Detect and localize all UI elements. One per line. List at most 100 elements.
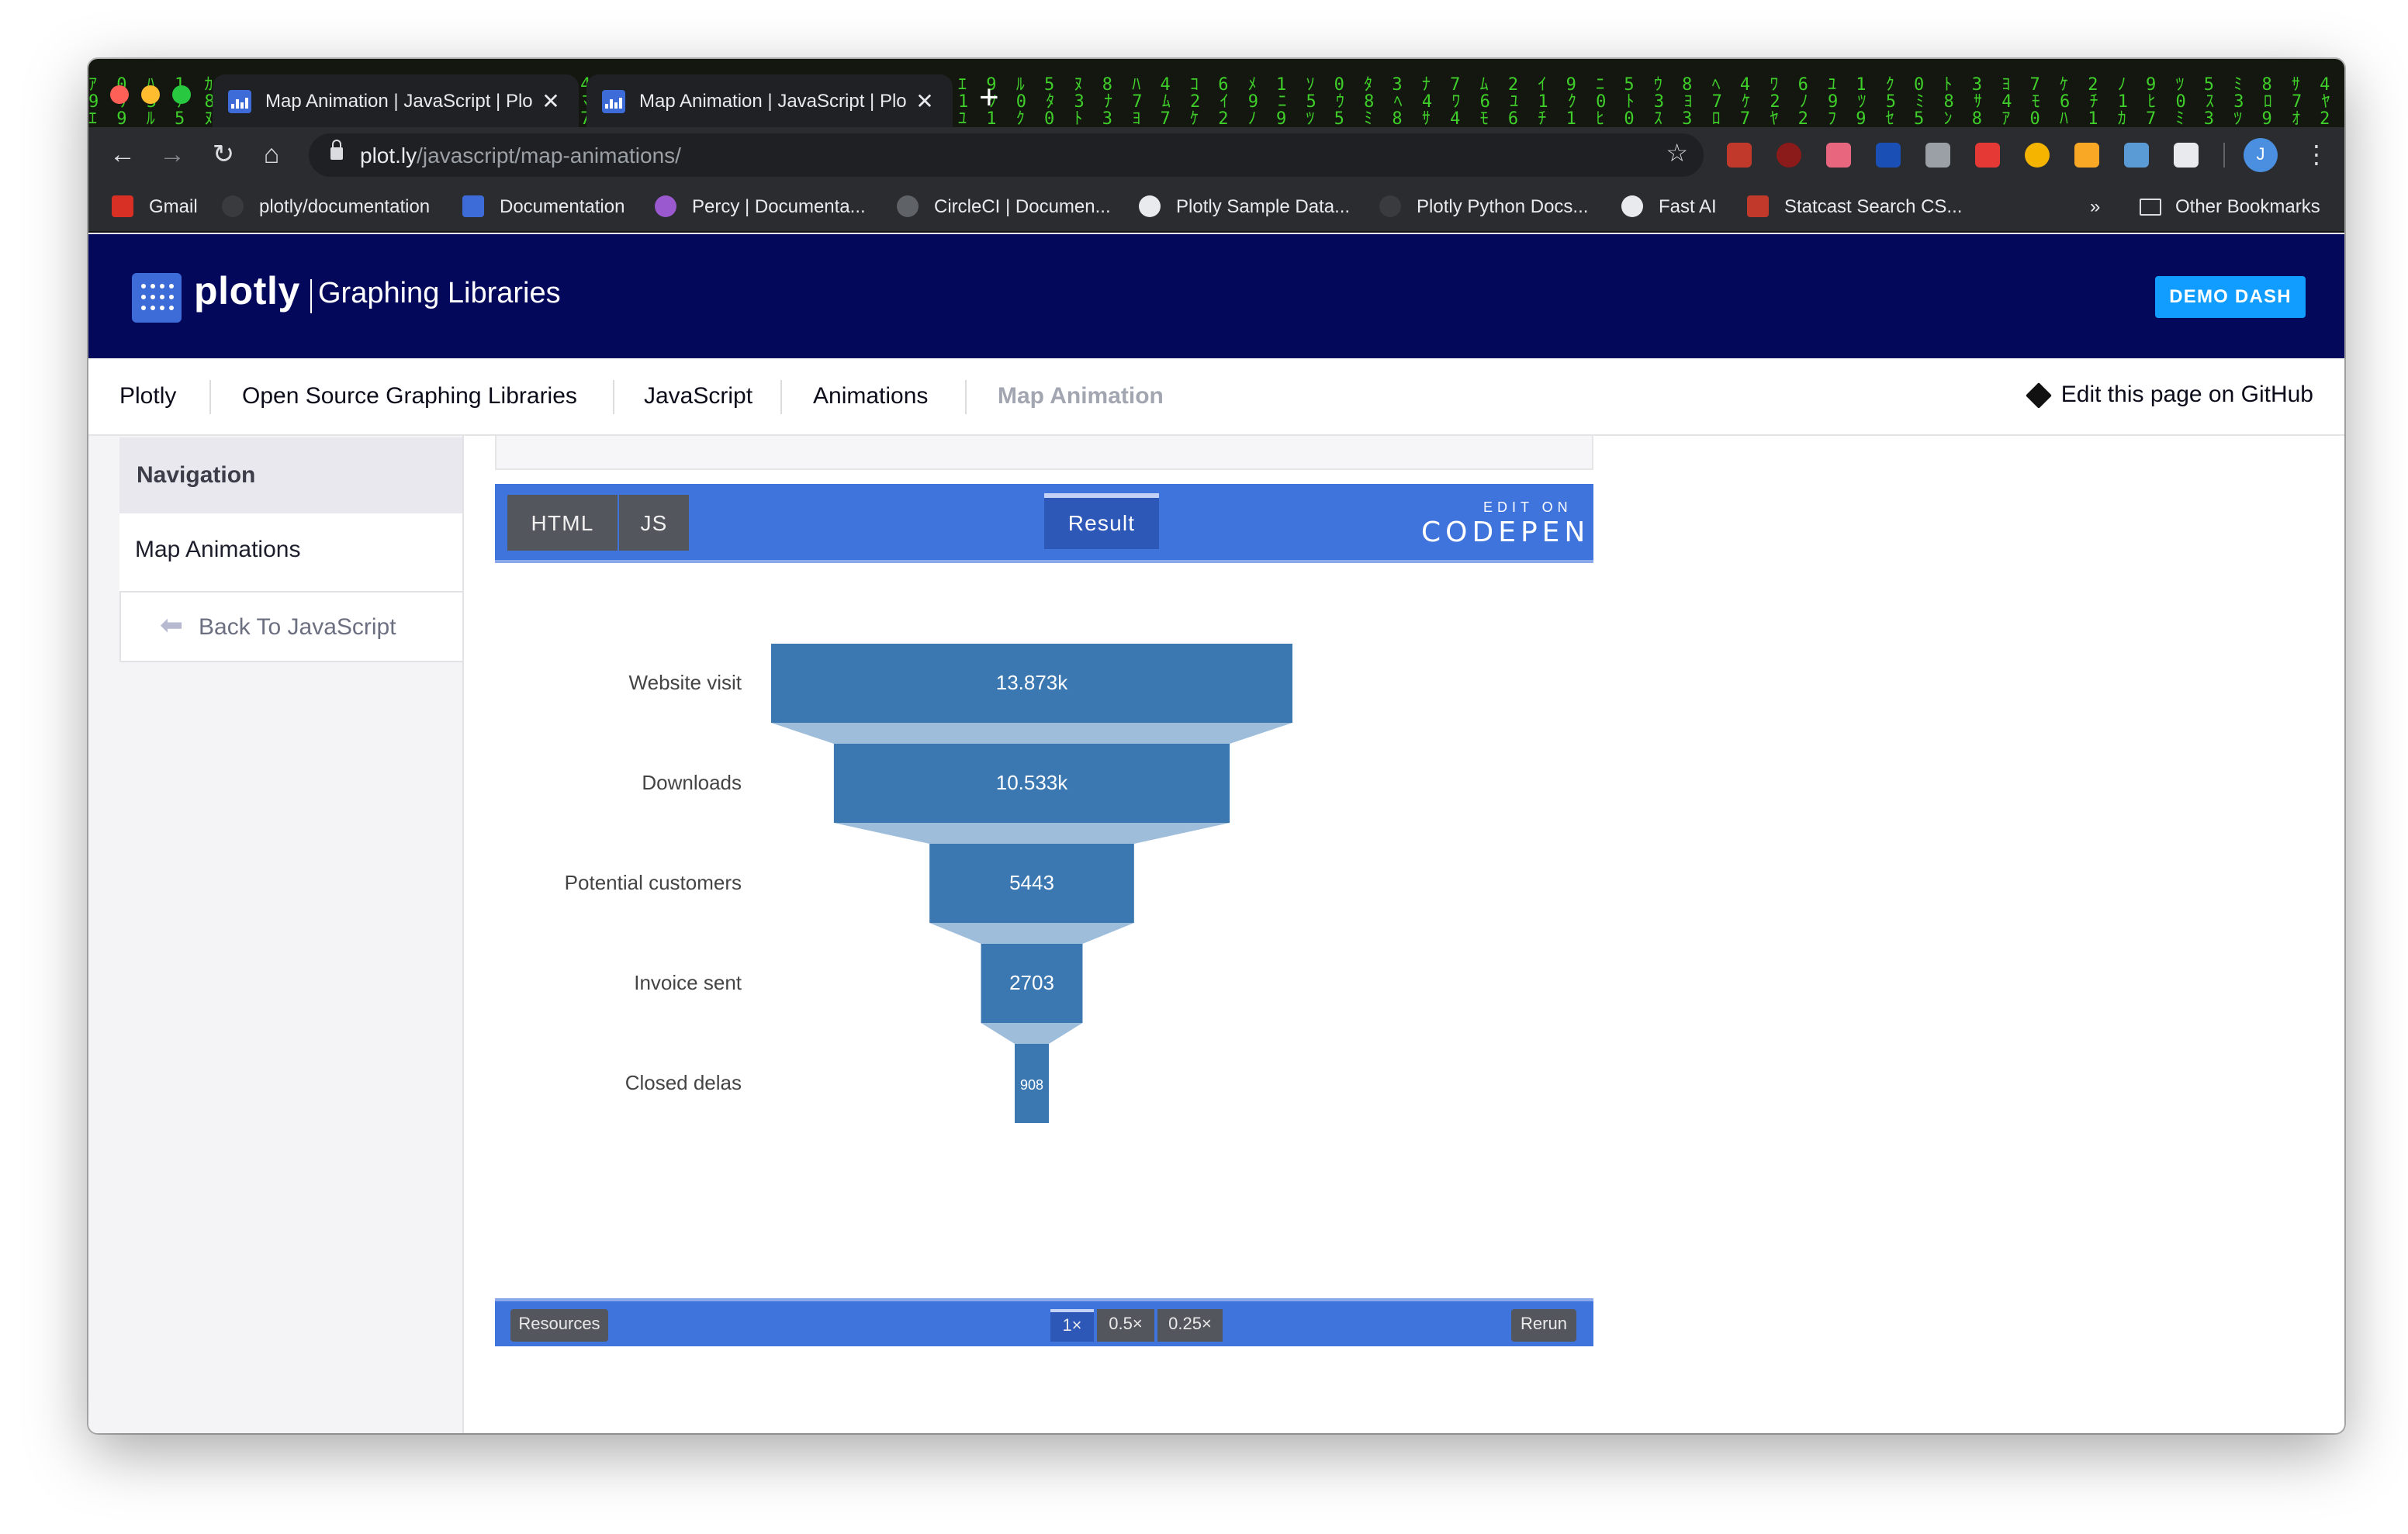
bookmark-plotly-documentation[interactable]: plotly/documentation [222,195,430,217]
more-bookmarks-chevron[interactable]: » [2090,195,2101,217]
previous-embed-bottom [495,436,1593,470]
close-window-button[interactable] [110,85,129,104]
web-page: plotly Graphing Libraries DEMO DASH Plot… [88,234,2344,1433]
bookmark-gmail[interactable]: Gmail [112,195,198,217]
logo-divider [310,279,312,313]
browser-window: ｱ 0 ﾊ 1 ｶ 7 ﾐ 3 ﾂ 9 ｵ 2 ﾘ 5 ｱ 8 ﾈ 4 ｼ 6 … [88,59,2344,1433]
bookmark-star-icon[interactable]: ☆ [1666,141,1688,168]
funnel-category-label: Downloads [642,771,742,794]
codepen-js-tab[interactable]: JS [619,495,689,551]
home-icon[interactable]: ⌂ [263,140,280,169]
bookmark-documentation[interactable]: Documentation [462,195,624,217]
codepen-header: HTML JS Result EDIT ON CODEPEN [495,484,1593,563]
speed-1x-button[interactable]: 1× [1050,1309,1094,1342]
funnel-bar[interactable] [929,844,1134,923]
close-tab-icon[interactable]: ✕ [915,88,934,112]
square-extension-icon[interactable] [1876,143,1901,168]
close-tab-icon[interactable]: ✕ [541,88,560,112]
tab-strip: ｱ 0 ﾊ 1 ｶ 7 ﾐ 3 ﾂ 9 ｵ 2 ﾘ 5 ｱ 8 ﾈ 4 ｼ 6 … [88,59,2344,127]
funnel-value-label: 2703 [1009,971,1054,994]
minimize-window-button[interactable] [141,85,160,104]
globe-icon [1139,195,1161,217]
browser-menu-icon[interactable]: ⋮ [2304,143,2329,169]
back-arrow-icon: ⬅ [160,610,184,641]
browser-tab-1[interactable]: Map Animation | JavaScript | Plo ✕ [213,74,579,127]
browser-toolbar: ← → ↻ ⌂ plot.ly/javascript/map-animation… [88,127,2344,183]
funnel-value-label: 13.873k [996,671,1069,694]
circleci-icon [897,195,919,217]
breadcrumb-javascript[interactable]: JavaScript [644,383,753,409]
funnel-value-label: 10.533k [996,771,1069,794]
speed-0-25x-button[interactable]: 0.25× [1157,1309,1223,1342]
calendar-extension-icon[interactable] [1727,143,1752,168]
bookmark-circleci[interactable]: CircleCI | Documen... [897,195,1111,217]
breadcrumb-open-source[interactable]: Open Source Graphing Libraries [242,383,577,409]
mlb-icon [1747,195,1769,217]
codepen-logo[interactable]: CODEPEN [1421,517,1590,549]
funnel-category-label: Closed delas [625,1071,742,1094]
sidebar: Navigation Map Animations ⬅ Back To Java… [88,436,464,1433]
codepen-footer: Resources 1× 0.5× 0.25× Rerun [495,1298,1593,1346]
plotly-icon [462,195,484,217]
edit-on-label[interactable]: EDIT ON [1483,499,1572,515]
octocat-extension-icon[interactable] [1826,143,1851,168]
bookmarks-bar: Gmail plotly/documentation Documentation… [88,183,2344,233]
edit-on-github-link[interactable]: Edit this page on GitHub [2026,382,2313,408]
folder-extension-icon[interactable] [2074,143,2099,168]
funnel-bar[interactable] [1015,1044,1049,1123]
bookmark-percy[interactable]: Percy | Documenta... [655,195,866,217]
address-bar[interactable]: plot.ly/javascript/map-animations/ ☆ [309,133,1704,177]
funnel-category-label: Potential customers [565,871,742,894]
breadcrumb-divider [613,380,614,414]
funnel-value-label: 908 [1020,1077,1043,1093]
pen-extension-icon[interactable] [2124,143,2149,168]
bookmark-plotly-python-docs[interactable]: Plotly Python Docs... [1379,195,1588,217]
codepen-result-tab[interactable]: Result [1044,493,1159,549]
resources-button[interactable]: Resources [510,1309,608,1342]
globe-icon [1621,195,1643,217]
bookmark-statcast[interactable]: Statcast Search CS... [1747,195,1962,217]
speed-0-5x-button[interactable]: 0.5× [1097,1309,1154,1342]
video-extension-icon[interactable] [1975,143,2000,168]
graphing-libraries-title[interactable]: Graphing Libraries [318,278,561,310]
codepen-html-tab[interactable]: HTML [507,495,618,551]
plotly-favicon-icon [228,89,251,112]
rerun-button[interactable]: Rerun [1511,1309,1576,1342]
funnel-bar[interactable] [981,944,1083,1023]
notion-extension-icon[interactable] [2174,143,2199,168]
site-header: plotly Graphing Libraries DEMO DASH [88,234,2344,358]
funnel-connector [981,1023,1083,1044]
reload-icon[interactable]: ↻ [212,140,235,169]
plotly-wordmark[interactable]: plotly [194,270,300,313]
funnel-bar[interactable] [833,744,1230,823]
funnel-bar[interactable] [771,644,1292,723]
bookmark-plotly-sample-data[interactable]: Plotly Sample Data... [1139,195,1350,217]
back-arrow-icon[interactable]: ← [109,140,136,169]
percy-icon [655,195,676,217]
plotly-logo-icon[interactable] [132,273,182,323]
breadcrumb-current: Map Animation [998,383,1164,409]
bookmark-fast-ai[interactable]: Fast AI [1621,195,1717,217]
sidebar-item-map-animations[interactable]: Map Animations [119,513,462,591]
browser-tab-2[interactable]: Map Animation | JavaScript | Plo ✕ [586,74,953,127]
back-to-javascript-link[interactable]: ⬅ Back To JavaScript [119,591,462,662]
ublock-extension-icon[interactable] [1777,143,1801,168]
funnel-connector [833,823,1230,844]
funnel-category-label: Invoice sent [634,971,742,994]
new-tab-button[interactable]: + [979,78,999,116]
demo-dash-button[interactable]: DEMO DASH [2155,276,2306,318]
breadcrumb-animations[interactable]: Animations [813,383,929,409]
color-picker-extension-icon[interactable] [2025,143,2050,168]
breadcrumb-plotly[interactable]: Plotly [119,383,177,409]
camera-extension-icon[interactable] [1925,143,1950,168]
breadcrumb-divider [209,380,211,414]
forward-arrow-icon[interactable]: → [159,140,185,169]
sidebar-heading: Navigation [119,437,462,513]
profile-avatar[interactable]: J [2244,138,2278,172]
breadcrumb-divider [965,380,967,414]
maximize-window-button[interactable] [172,85,191,104]
other-bookmarks-folder[interactable]: Other Bookmarks [2140,195,2320,217]
